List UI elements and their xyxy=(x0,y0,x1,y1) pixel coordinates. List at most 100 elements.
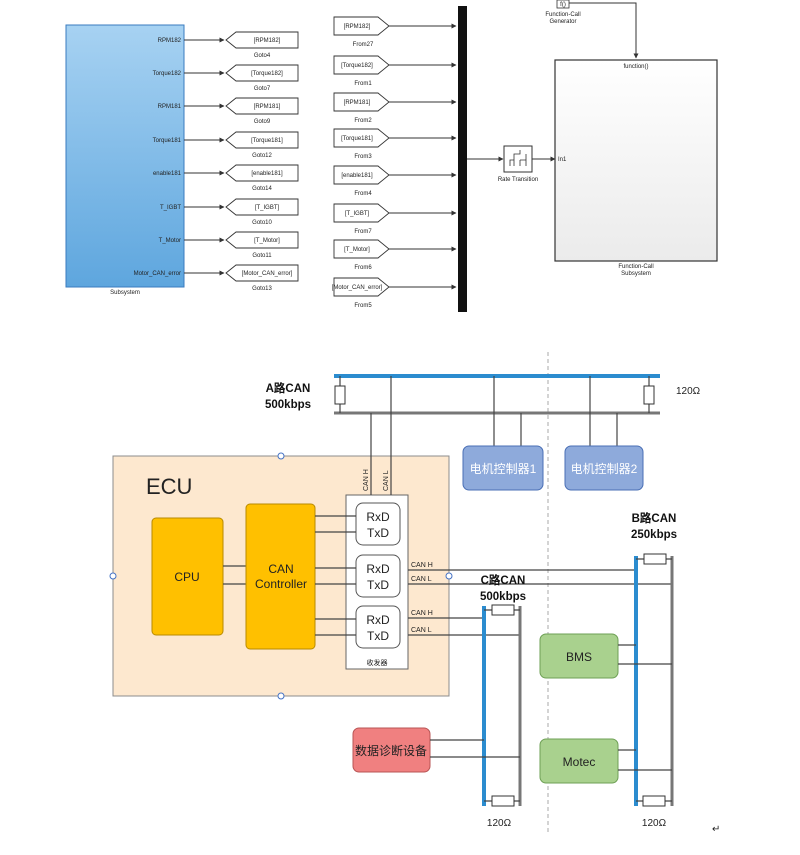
transceiver-channel[interactable] xyxy=(355,502,401,546)
rxd-label: RxD xyxy=(366,613,390,627)
motor-controller-2[interactable] xyxy=(564,445,644,491)
fcs-label-1: Function-Call xyxy=(618,264,653,270)
txd-label: TxD xyxy=(367,526,389,540)
from-block[interactable] xyxy=(333,128,390,148)
rate-transition-icon xyxy=(509,150,527,166)
goto-block[interactable] xyxy=(225,164,299,182)
goto-label: Goto4 xyxy=(254,53,271,59)
subsystem-block[interactable] xyxy=(65,24,185,288)
subsystem-port-label: RPM182 xyxy=(158,38,182,44)
ecu-handle-left[interactable] xyxy=(109,572,117,580)
c-can-l-label: CAN L xyxy=(411,627,432,634)
from-block[interactable] xyxy=(333,16,390,36)
from-block[interactable] xyxy=(333,92,390,112)
goto-block[interactable] xyxy=(225,131,299,149)
from-tag: [Torque181] xyxy=(341,136,373,142)
return-mark: ↵ xyxy=(712,824,720,835)
subsystem-port-label: Torque182 xyxy=(153,71,182,77)
motor-controller-1-label: 电机控制器1 xyxy=(470,462,537,476)
ecu-handle-bottom[interactable] xyxy=(277,692,285,700)
from-label: From4 xyxy=(354,191,372,197)
a-can-title: A路CAN xyxy=(266,381,311,395)
goto-block[interactable] xyxy=(225,31,299,49)
c-term-bottom-resistor xyxy=(491,795,515,807)
goto-tag: [Torque182] xyxy=(251,71,283,77)
rate-transition-block[interactable] xyxy=(503,145,533,173)
txd-label: TxD xyxy=(367,629,389,643)
subsystem-port-label: T_Motor xyxy=(159,238,181,244)
from-block[interactable] xyxy=(333,165,390,185)
b-can-l-label: CAN L xyxy=(411,576,432,583)
goto-tag: [Motor_CAN_error] xyxy=(242,271,293,277)
from-tag: [RPM181] xyxy=(344,100,371,106)
goto-block[interactable] xyxy=(225,64,299,82)
b-can-rate: 250kbps xyxy=(631,529,677,541)
from-block[interactable] xyxy=(333,203,390,223)
mux-bar[interactable] xyxy=(458,6,467,312)
from-tag: [enable181] xyxy=(341,173,373,179)
from-blocks: [RPM182]From27[Torque182]From1[RPM181]Fr… xyxy=(332,16,457,309)
cpu-block[interactable] xyxy=(151,517,224,636)
b-term-bottom-resistor xyxy=(642,795,666,807)
goto-label: Goto9 xyxy=(254,119,271,125)
rxd-label: RxD xyxy=(366,510,390,524)
fcg-block[interactable] xyxy=(556,0,570,9)
a-term-label: 120Ω xyxy=(676,386,701,397)
simulink-model: Subsystem RPM182Torque182RPM181Torque181… xyxy=(65,0,718,312)
goto-tag: [RPM182] xyxy=(254,38,281,44)
b-can-title: B路CAN xyxy=(632,511,677,525)
subsystem-label: Subsystem xyxy=(110,290,140,296)
goto-tag: [T_IGBT] xyxy=(255,205,280,211)
goto-tag: [RPM181] xyxy=(254,104,281,110)
fcg-line xyxy=(569,2,639,59)
goto-label: Goto12 xyxy=(252,153,272,159)
from-label: From27 xyxy=(353,42,374,48)
diagnostic-device[interactable] xyxy=(352,727,431,773)
fcs-label-2: Subsystem xyxy=(621,271,651,277)
from-label: From6 xyxy=(354,265,372,271)
ecu-handle-right[interactable] xyxy=(445,572,453,580)
goto-label: Goto10 xyxy=(252,220,272,226)
c-can-h-label: CAN H xyxy=(411,610,433,617)
can-controller-block[interactable] xyxy=(245,503,316,650)
rxd-label: RxD xyxy=(366,562,390,576)
fcs-block[interactable] xyxy=(554,59,718,262)
c-term-label: 120Ω xyxy=(487,818,512,829)
bms-block[interactable] xyxy=(539,633,619,679)
cpu-label: CPU xyxy=(174,570,199,584)
from-block[interactable] xyxy=(333,55,390,75)
ecu-handle-top[interactable] xyxy=(277,452,285,460)
goto-tag: [T_Motor] xyxy=(254,238,280,244)
a-can-h-label: CAN H xyxy=(363,469,370,491)
fcs-port: In1 xyxy=(558,157,567,163)
motec-block[interactable] xyxy=(539,738,619,784)
goto-block[interactable] xyxy=(225,264,299,282)
goto-label: Goto14 xyxy=(252,186,272,192)
goto-blocks: [RPM182] Goto4 [Torque182] Goto7 [RPM181] Got… xyxy=(184,31,299,292)
b-term-label: 120Ω xyxy=(642,818,667,829)
goto-block[interactable] xyxy=(225,198,299,216)
goto-block[interactable] xyxy=(225,97,299,115)
goto-tag: [enable181] xyxy=(251,171,283,177)
can-network: A路CAN 500kbps 120Ω 电机控制器1 电机控制器2 ECU CPU… xyxy=(109,352,720,835)
goto-label: Goto7 xyxy=(254,86,271,92)
goto-block[interactable] xyxy=(225,231,299,249)
subsystem-port-label: Motor_CAN_error xyxy=(134,271,181,277)
transceiver-channel[interactable] xyxy=(355,605,401,649)
from-label: From2 xyxy=(354,118,372,124)
from-label: From5 xyxy=(354,303,372,309)
a-can-l-label: CAN L xyxy=(383,470,390,491)
b-can-h-label: CAN H xyxy=(411,562,433,569)
from-label: From3 xyxy=(354,154,372,160)
transceiver-channel[interactable] xyxy=(355,554,401,598)
motor-controller-2-label: 电机控制器2 xyxy=(571,462,638,476)
from-label: From1 xyxy=(354,81,372,87)
from-block[interactable] xyxy=(333,239,390,259)
transceiver-label: 收发器 xyxy=(367,658,388,667)
c-can-rate: 500kbps xyxy=(480,591,526,603)
subsystem-port-label: enable181 xyxy=(153,171,182,177)
from-block[interactable] xyxy=(333,277,390,297)
motor-controller-1[interactable] xyxy=(462,445,544,491)
from-tag: [T_Motor] xyxy=(344,247,370,253)
